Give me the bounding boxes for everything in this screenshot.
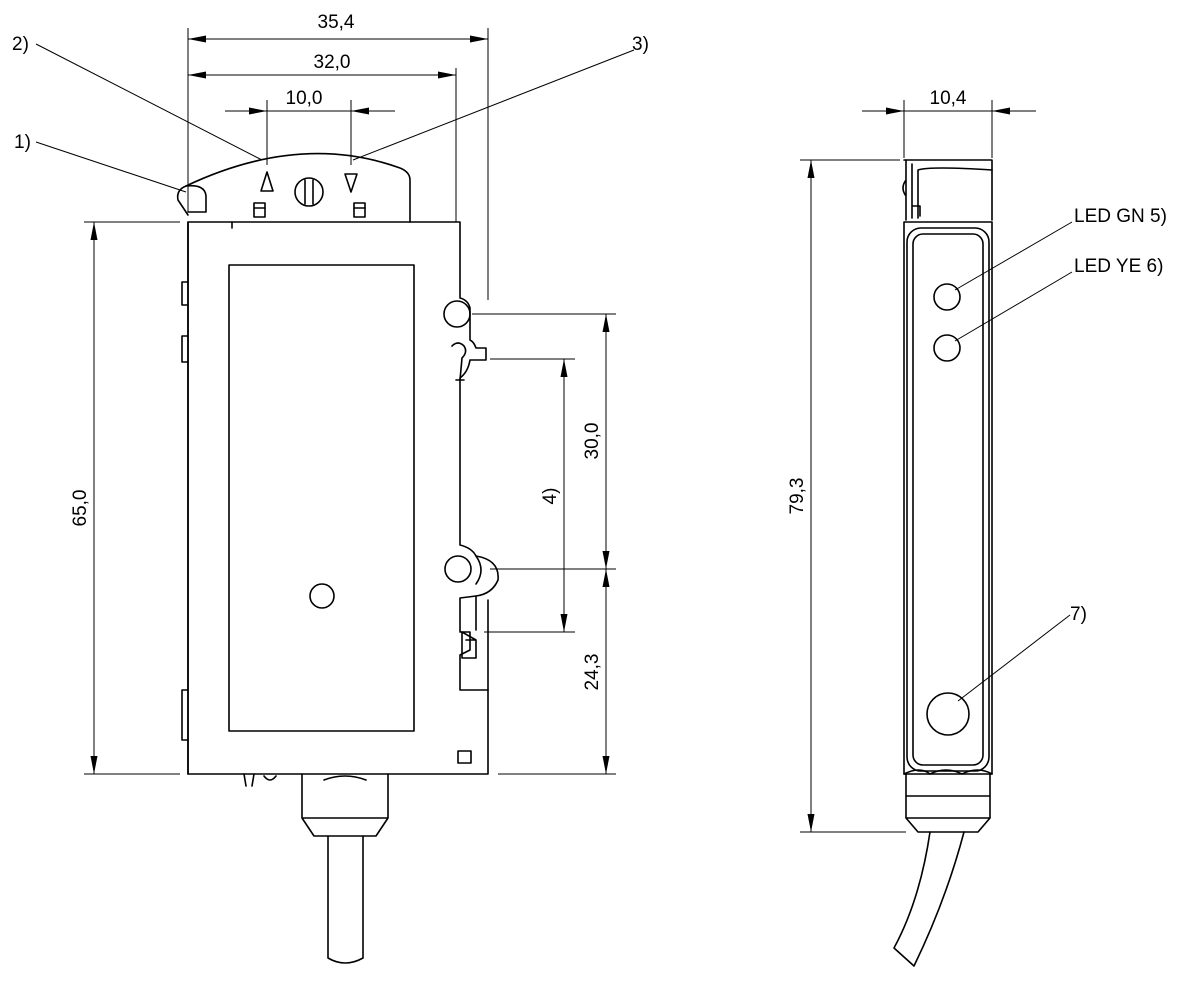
connector <box>301 773 389 837</box>
dim-mount-bottom: 24,3 <box>582 654 603 691</box>
mount-hole-lower-boss <box>475 555 482 585</box>
clip-lower-detail <box>461 631 477 659</box>
cap-left-notch <box>185 184 207 213</box>
callout-led-green: LED GN 5) <box>1074 206 1167 227</box>
down-triangle-icon <box>344 173 358 193</box>
side-view <box>893 159 993 967</box>
dim-mount-spacing: 30,0 <box>582 423 603 460</box>
dim-side-height: 79,3 <box>787 478 808 515</box>
bottom-clip <box>243 773 277 787</box>
side-body <box>903 221 993 775</box>
dim-side-width: 10,4 <box>930 88 967 109</box>
left-rail-lower <box>181 689 189 741</box>
side-cable <box>893 831 965 967</box>
top-cap-outline <box>176 152 411 223</box>
callout-3: 3) <box>632 34 649 55</box>
front-view <box>176 152 499 964</box>
dim-width-total: 35,4 <box>318 12 355 33</box>
cap-led-right <box>353 202 366 218</box>
cable <box>327 835 364 964</box>
potentiometer-icon <box>294 177 324 207</box>
dim-height-body: 65,0 <box>70 490 91 527</box>
mount-hole-upper <box>443 300 471 328</box>
display-window <box>228 264 415 732</box>
side-window-inner <box>912 233 984 766</box>
callout-4: 4) <box>540 488 561 505</box>
callout-1: 1) <box>14 132 31 153</box>
body-outline <box>187 221 499 775</box>
side-button <box>926 692 970 736</box>
led-green <box>933 283 961 311</box>
callout-7: 7) <box>1070 604 1087 625</box>
dim-hole-spacing: 10,0 <box>286 88 323 109</box>
bottom-marker <box>457 750 472 764</box>
window-indicator <box>309 583 335 609</box>
clip-upper-detail <box>451 342 467 381</box>
up-triangle-icon <box>260 171 274 192</box>
side-dimensions: 10,4 79,3 LED GN 5) LED YE 6) 7) <box>787 88 1167 833</box>
side-connector <box>903 769 993 833</box>
callout-2: 2) <box>12 34 29 55</box>
side-top <box>903 159 993 221</box>
led-yellow <box>933 334 961 362</box>
side-cap-detail <box>902 159 993 221</box>
callout-led-yellow: LED YE 6) <box>1074 256 1163 277</box>
left-rail-upper <box>181 281 189 363</box>
cap-led-left <box>253 202 266 218</box>
dim-width-inner: 32,0 <box>314 52 351 73</box>
side-window-outer <box>906 227 990 772</box>
front-dimensions: 35,4 32,0 10,0 65,0 30,0 24,3 <box>12 12 649 775</box>
mount-hole-lower <box>444 555 472 583</box>
